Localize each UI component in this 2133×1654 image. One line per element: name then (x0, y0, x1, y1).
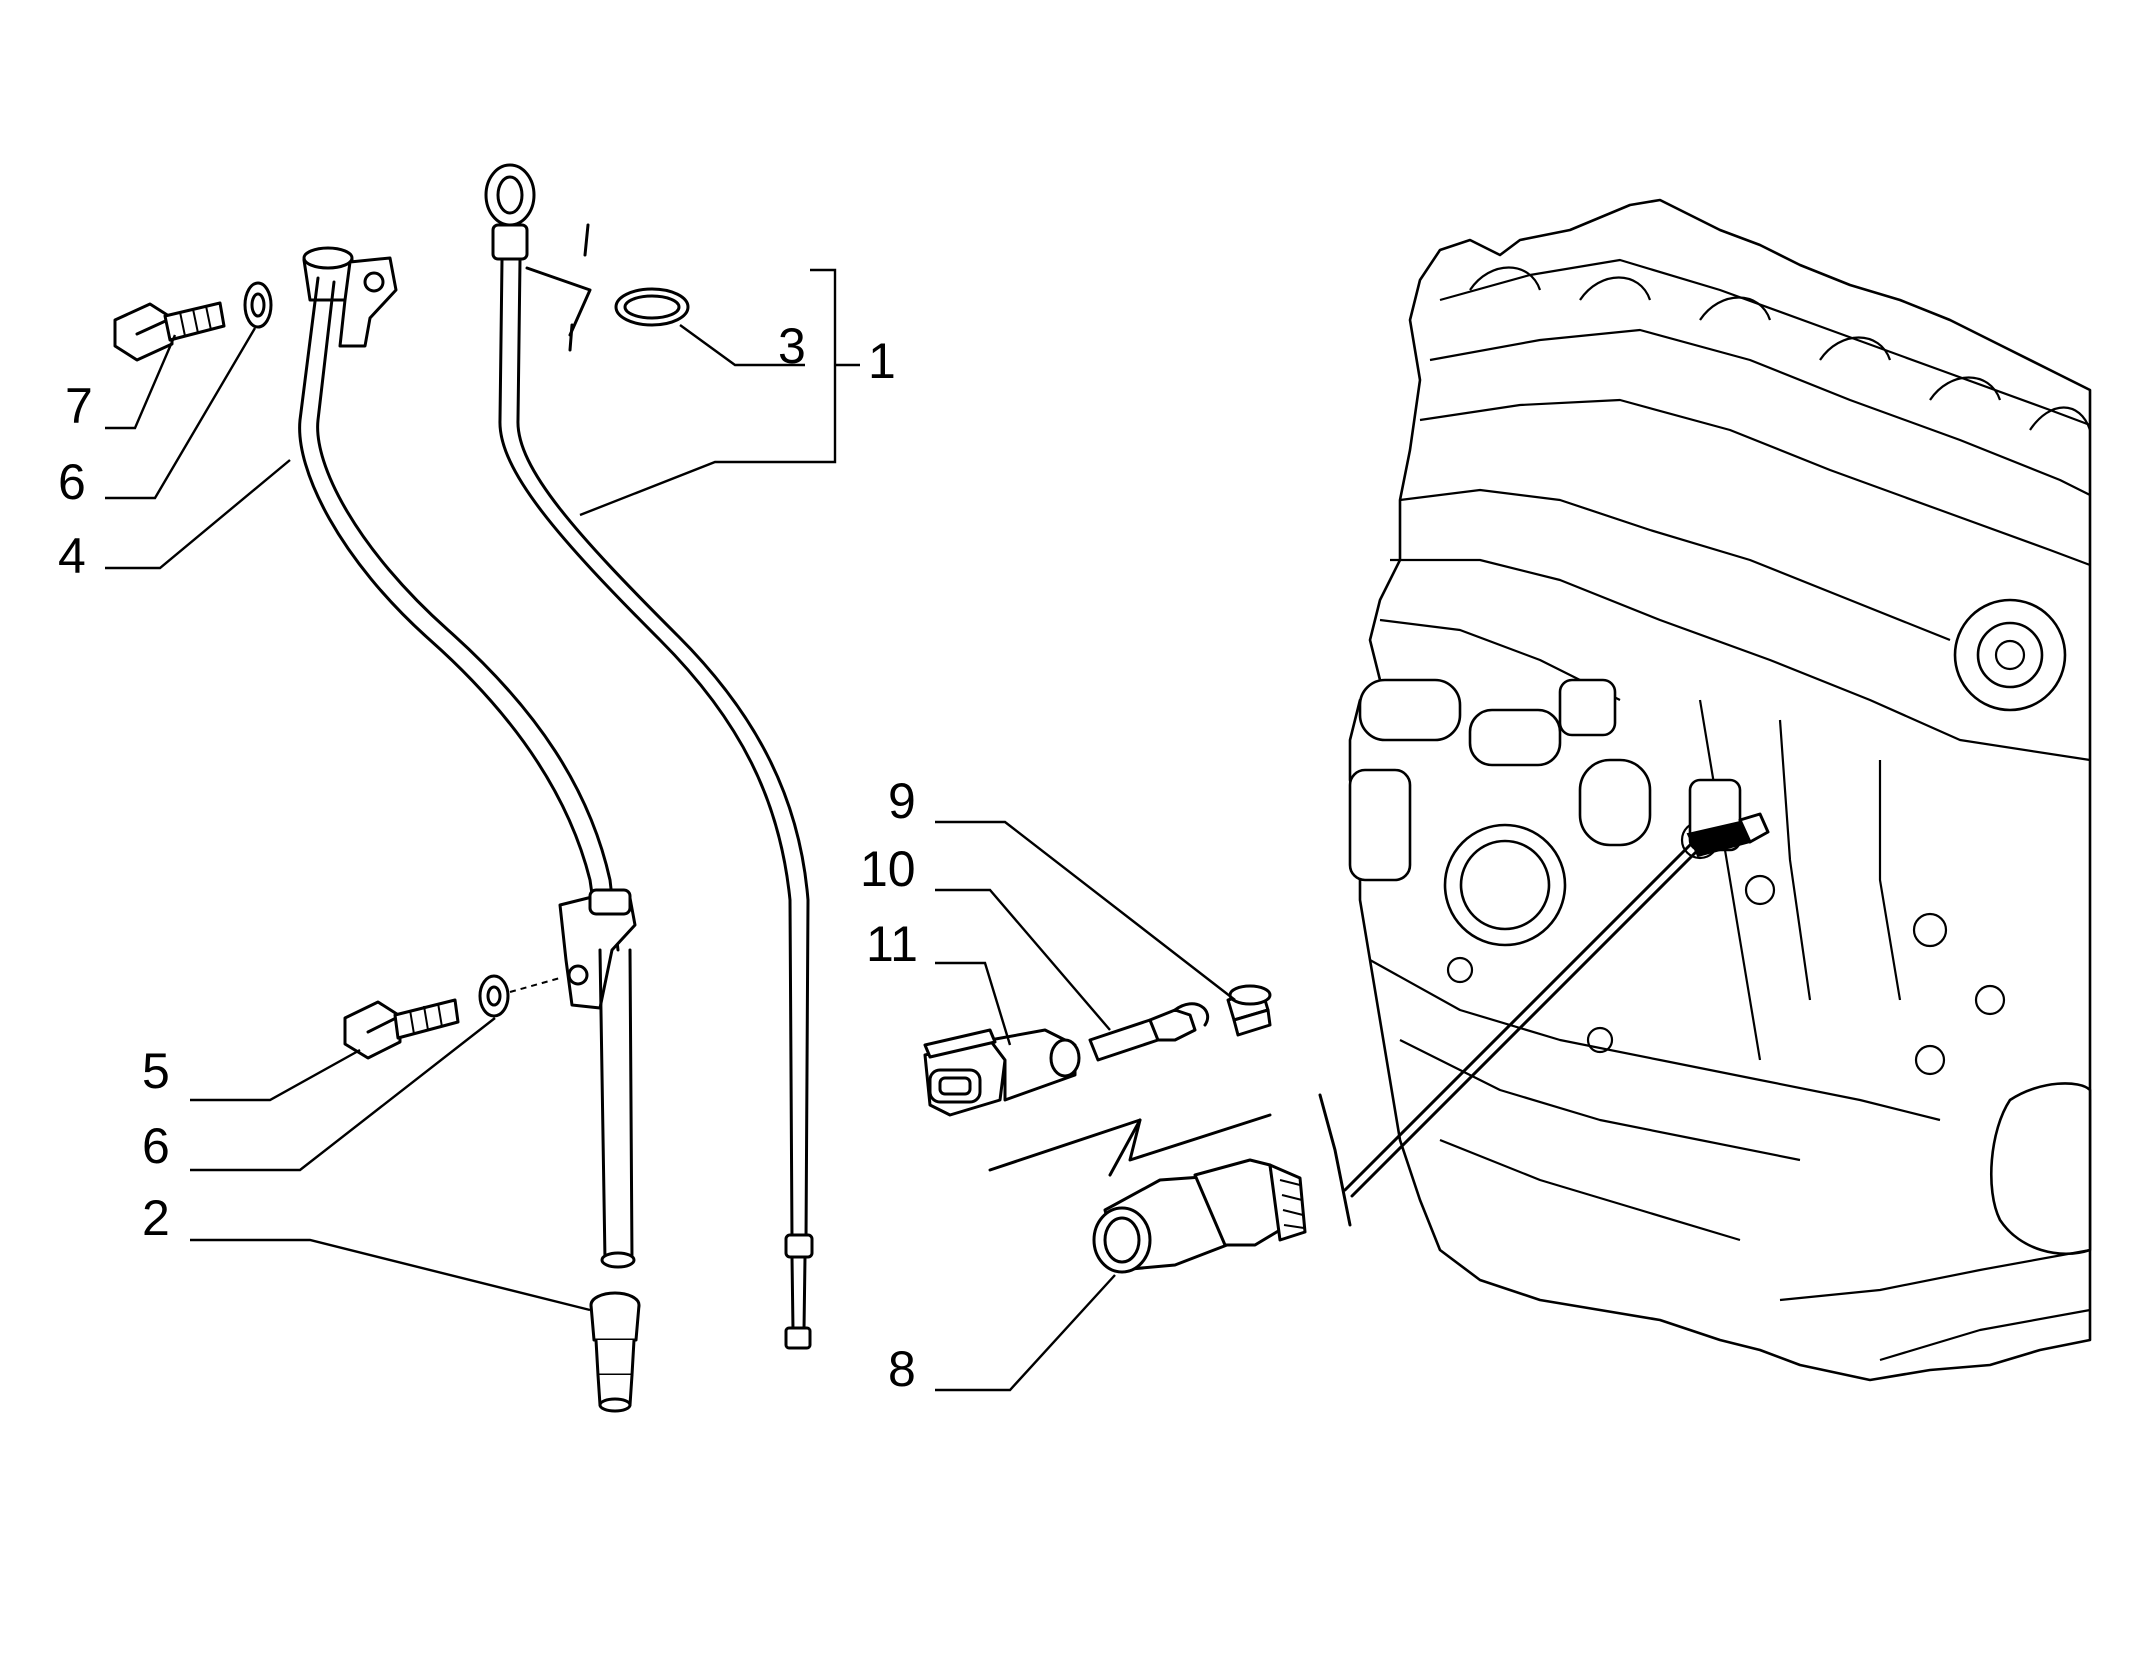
part-10-terminal (1088, 1002, 1210, 1062)
callout-10: 10 (860, 841, 916, 897)
part-7-bolt (113, 301, 226, 362)
callout-2: 2 (142, 1190, 170, 1246)
part-1-dipstick (484, 163, 814, 1350)
callout-3: 3 (778, 318, 806, 374)
break-symbol-upper (525, 223, 592, 352)
engine-block-illustration (1348, 198, 2092, 1382)
callout-7: 7 (65, 378, 93, 434)
callout-8: 8 (888, 1341, 916, 1397)
callout-5: 5 (142, 1043, 170, 1099)
callout-6-upper: 6 (58, 454, 86, 510)
part-9-seal (1226, 984, 1272, 1037)
leader-lines (105, 268, 1236, 1392)
callout-6-lower: 6 (142, 1118, 170, 1174)
part-3-o-ring (614, 287, 690, 327)
part-6-washer-lower (478, 974, 561, 1018)
break-symbol-lower (988, 843, 1699, 1227)
callout-4: 4 (58, 528, 86, 584)
callout-11: 11 (866, 916, 918, 972)
part-2-grommet (589, 1291, 641, 1413)
callout-labels: 1 2 3 4 5 6 6 7 8 9 10 11 (58, 318, 918, 1397)
part-5-bolt (343, 998, 460, 1060)
callout-1: 1 (868, 333, 896, 389)
part-4-dipstick-guide-tube (298, 246, 637, 1269)
part-11-connector (923, 1028, 1081, 1117)
part-6-washer-upper (243, 281, 273, 329)
callout-9: 9 (888, 773, 916, 829)
installed-pressure-switch (1686, 812, 1770, 858)
part-8-oil-pressure-switch (1092, 1158, 1307, 1274)
